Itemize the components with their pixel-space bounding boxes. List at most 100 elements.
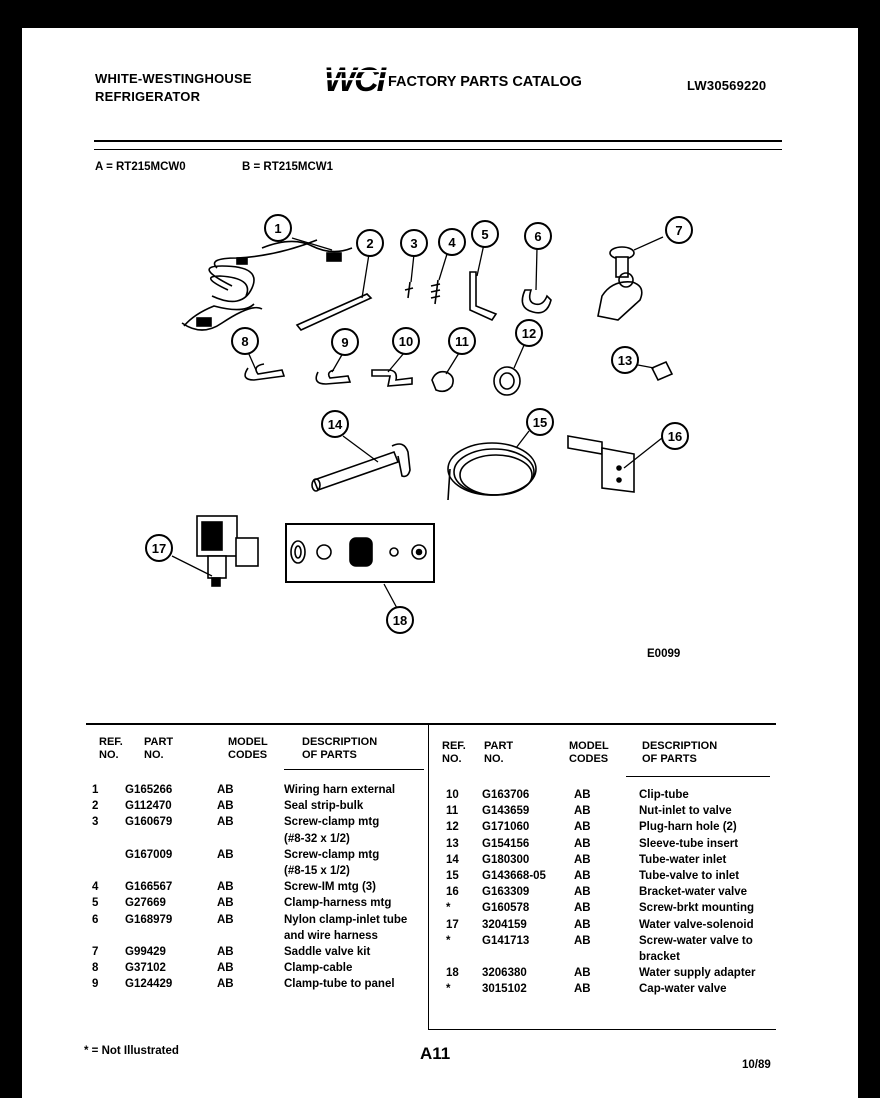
part-inlet-tube-illustration	[311, 443, 411, 492]
callout-16: 16	[661, 422, 689, 450]
right-row-ref: *	[446, 983, 451, 996]
left-row-part-number: G112470	[125, 800, 172, 813]
brand-line-1: WHITE-WESTINGHOUSE	[95, 71, 252, 86]
left-row-model-code: AB	[217, 881, 234, 894]
left-row-description: Clamp-cable	[284, 962, 353, 975]
left-row-description: Seal strip-bulk	[284, 800, 364, 813]
part-supply-adapter-illustration	[285, 523, 435, 583]
callout-label: 3	[410, 236, 417, 251]
right-row-description: Screw-brkt mounting	[639, 902, 755, 915]
right-row-part-number: G154156	[482, 837, 530, 850]
model-b: B = RT215MCW1	[242, 161, 334, 173]
part-screw-4-illustration	[430, 279, 441, 305]
left-row-model-code: AB	[217, 913, 234, 926]
header-rule-left	[284, 769, 424, 770]
right-row-ref: 13	[446, 837, 459, 850]
right-row-model-code: AB	[574, 886, 591, 899]
right-row-part-number: G160578	[482, 902, 530, 915]
header-rule-right	[626, 776, 770, 777]
callout-label: 14	[328, 417, 343, 432]
left-row-model-code: AB	[217, 816, 234, 829]
callout-label: 16	[668, 429, 682, 444]
figure-code: E0099	[647, 648, 681, 660]
left-row-description: (#8-15 x 1/2)	[284, 865, 350, 877]
left-row-ref: 2	[92, 800, 99, 813]
callout-7: 7	[665, 216, 693, 244]
left-row-description: Wiring harn external	[284, 784, 396, 796]
left-row-part-number: G27669	[125, 897, 166, 910]
callout-label: 11	[455, 334, 469, 349]
left-row-description: Screw-IM mtg (3)	[284, 881, 377, 894]
left-row-ref: 1	[92, 784, 99, 796]
right-row-part-number: G163309	[482, 886, 530, 899]
callout-12: 12	[515, 319, 543, 347]
right-row-part-number: 3015102	[482, 983, 527, 996]
right-row-part-number: 3206380	[482, 967, 527, 980]
callout-18: 18	[386, 606, 414, 634]
header-divider	[94, 140, 782, 142]
callout-3: 3	[400, 229, 428, 257]
left-row-description: Clamp-tube to panel	[284, 978, 395, 991]
right-row-description: Clip-tube	[639, 789, 689, 801]
callout-label: 6	[534, 229, 541, 244]
left-row-description: Clamp-harness mtg	[284, 897, 392, 910]
left-row-model-code: AB	[217, 784, 234, 796]
catalog-number: LW30569220	[687, 78, 767, 93]
left-row-part-number: G37102	[125, 962, 166, 975]
right-row-ref: 16	[446, 886, 459, 899]
callout-14: 14	[321, 410, 349, 438]
left-row-model-code: AB	[217, 962, 234, 975]
callout-15: 15	[526, 408, 554, 436]
right-row-description: Tube-water inlet	[639, 853, 727, 866]
callout-label: 12	[522, 326, 536, 341]
left-row-part-number: G165266	[125, 784, 173, 796]
callout-2: 2	[356, 229, 384, 257]
right-row-model-code: AB	[574, 934, 591, 947]
right-row-description: Tube-valve to inlet	[639, 870, 740, 882]
right-row-part-number: G163706	[482, 789, 530, 801]
right-row-ref: 10	[446, 789, 459, 801]
right-row-part-number: G180300	[482, 853, 530, 866]
wci-logo: WCI	[322, 58, 390, 103]
right-row-description: Plug-harn hole (2)	[639, 821, 737, 834]
callout-label: 2	[366, 236, 373, 251]
right-row-description: bracket	[639, 951, 680, 963]
left-row-part-number: G166567	[125, 881, 173, 894]
callout-11: 11	[448, 327, 476, 355]
left-row-ref: 3	[92, 816, 99, 829]
right-row-description: Water supply adapter	[639, 967, 756, 980]
right-row-ref: *	[446, 902, 451, 915]
part-plug-illustration	[493, 366, 521, 396]
callout-4: 4	[438, 228, 466, 256]
callout-label: 9	[341, 335, 348, 350]
right-row-part-number: G141713	[482, 934, 530, 947]
right-row-ref: 12	[446, 821, 459, 834]
right-row-ref: 14	[446, 853, 459, 866]
left-row-model-code: AB	[217, 978, 234, 991]
revision-date: 10/89	[742, 1059, 771, 1071]
left-row-ref: 8	[92, 962, 99, 975]
callout-label: 10	[399, 334, 413, 349]
right-row-model-code: AB	[574, 805, 591, 818]
callout-8: 8	[231, 327, 259, 355]
table-column-divider	[428, 725, 429, 1030]
right-row-model-code: AB	[574, 789, 591, 801]
left-row-part-number: G99429	[125, 946, 166, 958]
brand-line-2: REFRIGERATOR	[95, 89, 201, 104]
callout-label: 17	[152, 541, 166, 556]
header-ref-right: REF.NO.	[442, 740, 466, 765]
table-top-rule	[86, 723, 776, 725]
right-row-ref: 17	[446, 918, 459, 931]
right-row-description: Nut-inlet to valve	[639, 805, 732, 818]
right-row-model-code: AB	[574, 837, 591, 850]
part-wiring-harness-illustration	[181, 239, 353, 331]
left-row-part-number: G167009	[125, 848, 173, 861]
left-row-part-number: G160679	[125, 816, 173, 829]
right-row-ref: 15	[446, 870, 459, 882]
left-row-description: (#8-32 x 1/2)	[284, 832, 350, 845]
left-row-description: Screw-clamp mtg	[284, 848, 380, 861]
